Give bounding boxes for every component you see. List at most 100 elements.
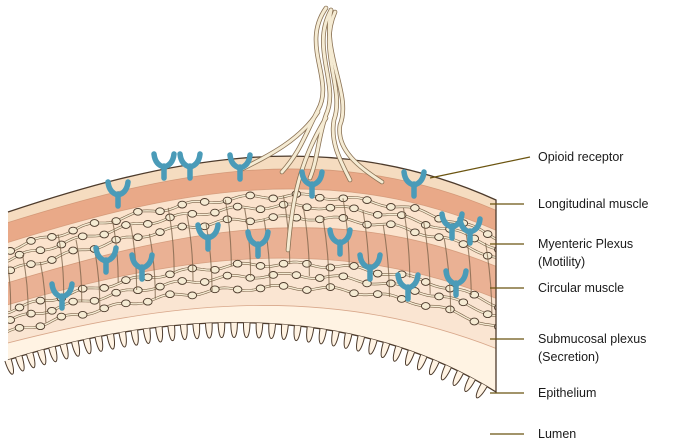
ganglion-node (48, 257, 57, 264)
ganglion-node (100, 285, 109, 292)
ganglion-node (156, 283, 165, 290)
ganglion-node (292, 272, 301, 279)
leader-line-opioid-receptor (430, 157, 530, 178)
ganglion-node (350, 205, 359, 212)
ganglion-node (122, 222, 131, 229)
ganglion-node (256, 206, 265, 213)
ganglion-node (15, 304, 24, 311)
label-epithelium: Epithelium (538, 386, 596, 400)
ganglion-node (178, 223, 187, 230)
ganglion-node (256, 285, 265, 292)
label-longitudinal-muscle: Longitudinal muscle (538, 197, 649, 211)
ganglion-node (48, 307, 57, 314)
ganglion-node (144, 274, 153, 281)
ganglion-node (350, 263, 359, 270)
ganglion-node (200, 199, 209, 206)
ganglion-node (269, 214, 278, 221)
ganglion-node (57, 241, 66, 248)
ganglion-node (350, 290, 359, 297)
label-submucosal-plexus-sub: (Secretion) (538, 350, 599, 364)
ganglion-node (373, 270, 382, 277)
ganglion-node (178, 201, 187, 208)
ganglion-node (134, 234, 143, 241)
ganglion-node (459, 299, 468, 306)
ganglion-node (134, 287, 143, 294)
ganglion-node (233, 286, 242, 293)
ganglion-node (435, 234, 444, 241)
ganglion-node (100, 231, 109, 238)
ganglion-node (373, 291, 382, 298)
ganglion-node (326, 204, 335, 211)
ganglion-node (435, 293, 444, 300)
ganglion-node (223, 272, 232, 279)
ganglion-node (483, 311, 492, 318)
ganglion-node (483, 231, 492, 238)
ganglion-node (48, 234, 57, 241)
ganglion-node (421, 222, 430, 229)
ganglion-node (15, 324, 24, 331)
ganglion-node (363, 221, 372, 228)
ganglion-node (69, 247, 78, 254)
ganglion-node (256, 263, 265, 270)
ganglion-node (166, 271, 175, 278)
ganglion-node (36, 323, 45, 330)
ganglion-node (90, 297, 99, 304)
ganglion-node (100, 305, 109, 312)
ganglion-node (200, 279, 209, 286)
label-lumen: Lumen (538, 427, 576, 441)
ganglion-node (387, 280, 396, 287)
ganglion-node (57, 313, 66, 320)
ganglion-node (78, 311, 87, 318)
ganglion-node (69, 227, 78, 234)
ganglion-node (78, 285, 87, 292)
ganglion-node (36, 297, 45, 304)
ganglion-node (90, 220, 99, 227)
ganglion-node (373, 211, 382, 218)
ganglion-node (326, 284, 335, 291)
ganglion-node (446, 306, 455, 313)
label-myenteric-plexus: Myenteric Plexus (538, 237, 633, 251)
ganglion-node (279, 260, 288, 267)
ganglion-node (411, 229, 420, 236)
ganglion-node (459, 241, 468, 248)
ganglion-node (188, 210, 197, 217)
ganglion-node (470, 318, 479, 325)
ganglion-node (421, 303, 430, 310)
ganglion-node (122, 277, 131, 284)
label-myenteric-plexus-sub: (Motility) (538, 255, 585, 269)
ganglion-node (144, 221, 153, 228)
ganglion-node (211, 209, 220, 216)
ganglion-node (166, 291, 175, 298)
ganglion-node (122, 300, 131, 307)
ganglion-node (326, 264, 335, 271)
ganglion-node (156, 229, 165, 236)
ganglion-node (27, 238, 36, 245)
gut-wall (0, 100, 503, 420)
ganglion-node (6, 248, 15, 255)
ganglion-node (339, 273, 348, 280)
ganglion-node (178, 278, 187, 285)
ganglion-node (188, 292, 197, 299)
ganglion-node (112, 289, 121, 296)
ganglion-node (233, 203, 242, 210)
label-circular-muscle: Circular muscle (538, 281, 624, 295)
ganglion-node (69, 298, 78, 305)
ganglion-node (78, 233, 87, 240)
ganglion-node (134, 208, 143, 215)
ganglion-node (36, 247, 45, 254)
ganglion-node (246, 192, 255, 199)
ganglion-node (269, 195, 278, 202)
ganglion-node (279, 201, 288, 208)
ganglion-node (421, 279, 430, 286)
ganglion-node (397, 296, 406, 303)
ganglion-node (223, 197, 232, 204)
ganglion-node (303, 287, 312, 294)
ganglion-node (316, 194, 325, 201)
label-opioid-receptor: Opioid receptor (538, 150, 623, 164)
ganglion-node (200, 223, 209, 230)
ganglion-node (6, 267, 15, 274)
ganglion-node (223, 216, 232, 223)
ganglion-node (387, 204, 396, 211)
ganglion-node (363, 197, 372, 204)
